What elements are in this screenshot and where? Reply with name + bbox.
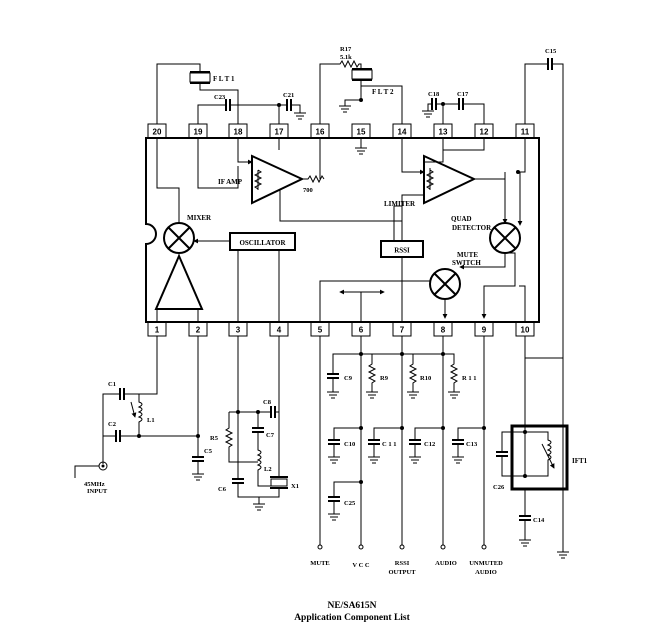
if-amp-label: IF AMP — [218, 178, 243, 186]
rf-input-network: C1 L1 C2 C5 45MHz INPUT — [74, 336, 213, 495]
pin-6: 6 — [359, 326, 364, 335]
internal-wiring — [156, 138, 526, 322]
flt1-filter: F L T 1 — [156, 63, 239, 124]
c26-label: C26 — [493, 484, 505, 491]
c13-label: C13 — [466, 441, 478, 448]
detector-label: DETECTOR — [452, 224, 492, 232]
c15-label: C15 — [545, 48, 557, 55]
top-pins: 20 19 18 17 16 15 14 13 12 11 — [147, 123, 535, 139]
c17-capacitor: C17 — [443, 91, 485, 124]
c25-label: C25 — [344, 500, 356, 507]
c14-label: C14 — [533, 517, 545, 524]
l1-label: L1 — [147, 417, 155, 424]
rssi-output-label-1: RSSI — [395, 560, 410, 567]
pin-7: 7 — [400, 326, 405, 335]
pin-8: 8 — [441, 326, 446, 335]
rssi-output-label-2: OUTPUT — [388, 569, 416, 576]
pin-1: 1 — [155, 326, 160, 335]
r11-label: R 1 1 — [462, 375, 476, 382]
unmuted-label-1: UNMUTED — [469, 560, 503, 567]
flt2-filter: F L T 2 — [339, 68, 403, 124]
r9-label: R9 — [380, 375, 389, 382]
limiter-label: LIMITER — [384, 200, 416, 208]
ohm-700-label: 700 — [303, 187, 313, 194]
mixer-label: MIXER — [187, 214, 212, 222]
c9-label: C9 — [344, 375, 353, 382]
oscillator-label: OSCILLATOR — [239, 239, 286, 247]
pin-2: 2 — [196, 326, 201, 335]
pin-16: 16 — [316, 128, 325, 137]
quad-detector-block: QUAD DETECTOR — [451, 215, 521, 254]
pin-10: 10 — [521, 326, 530, 335]
r17-label: R17 — [340, 46, 352, 53]
r17-value-label: 5.1k — [340, 54, 352, 61]
title-caption: Application Component List — [294, 613, 410, 623]
pin-11: 11 — [521, 128, 530, 137]
pin-15: 15 — [357, 128, 366, 137]
audio-label: AUDIO — [435, 560, 457, 567]
c1-label: C1 — [108, 381, 116, 388]
c7-label: C7 — [266, 432, 275, 439]
ift1-label: IFT1 — [572, 457, 588, 465]
input-label: INPUT — [87, 488, 108, 495]
c6-label: C6 — [218, 486, 227, 493]
rf-amp-block — [154, 253, 204, 310]
quad-label: QUAD — [451, 215, 472, 223]
pin-20: 20 — [153, 128, 162, 137]
unmuted-label-2: AUDIO — [475, 569, 497, 576]
c18-label: C18 — [428, 91, 440, 98]
pin-5: 5 — [318, 326, 323, 335]
input-freq-label: 45MHz — [84, 481, 105, 488]
pin-18: 18 — [234, 128, 243, 137]
mute-output-label: MUTE — [310, 560, 330, 567]
c18-capacitor: C18 — [422, 91, 445, 124]
c8-label: C8 — [263, 399, 272, 406]
mute-switch-block: MUTE SWITCH — [429, 251, 481, 300]
c21-label: C21 — [283, 92, 294, 99]
vcc-label: V C C — [352, 562, 370, 569]
mixer-block: MIXER — [163, 214, 212, 254]
rssi-label: RSSI — [394, 247, 410, 255]
l2-label: L2 — [264, 466, 272, 473]
pin-19: 19 — [194, 128, 203, 137]
flt2-label: F L T 2 — [372, 88, 394, 96]
pin-17: 17 — [275, 128, 284, 137]
pin-9: 9 — [482, 326, 487, 335]
c17-label: C17 — [457, 91, 469, 98]
r10-label: R10 — [420, 375, 431, 382]
c5-label: C5 — [204, 448, 213, 455]
c2-label: C2 — [108, 421, 116, 428]
pin-14: 14 — [398, 128, 407, 137]
bottom-pins: 1 2 3 4 5 6 7 8 9 10 — [147, 321, 535, 337]
c10-label: C10 — [344, 441, 355, 448]
if-amp-block: IF AMP 700 — [218, 154, 325, 205]
c11-label: C 1 1 — [382, 441, 396, 448]
title-part-number: NE/SA615N — [327, 601, 376, 611]
c23-label: C23 — [214, 94, 226, 101]
pin-13: 13 — [439, 128, 448, 137]
r17-resistor: R17 5.1k — [319, 46, 362, 124]
rssi-block: RSSI — [380, 240, 424, 258]
c15-capacitor: C15 — [524, 48, 564, 359]
c21-capacitor: C21 — [277, 92, 306, 120]
oscillator-block: OSCILLATOR — [229, 232, 296, 251]
pin15-ground — [355, 147, 367, 155]
c12-label: C12 — [424, 441, 435, 448]
switch-label: SWITCH — [452, 259, 481, 267]
pin-4: 4 — [277, 326, 282, 335]
bottom-right-network: MUTE V C C C9 R9 R10 R 1 1 C10 — [310, 336, 503, 576]
oscillator-network: C8 R5 C7 L2 C6 X1 — [210, 336, 299, 511]
pin-3: 3 — [236, 326, 241, 335]
mute-label: MUTE — [457, 251, 478, 259]
ift1-transformer: IFT1 C26 C14 — [493, 358, 588, 559]
limiter-block: LIMITER — [384, 154, 477, 208]
flt1-label: F L T 1 — [213, 75, 235, 83]
r5-label: R5 — [210, 435, 219, 442]
ic-body — [145, 137, 540, 323]
pin-12: 12 — [480, 128, 489, 137]
x1-label: X1 — [291, 483, 299, 490]
